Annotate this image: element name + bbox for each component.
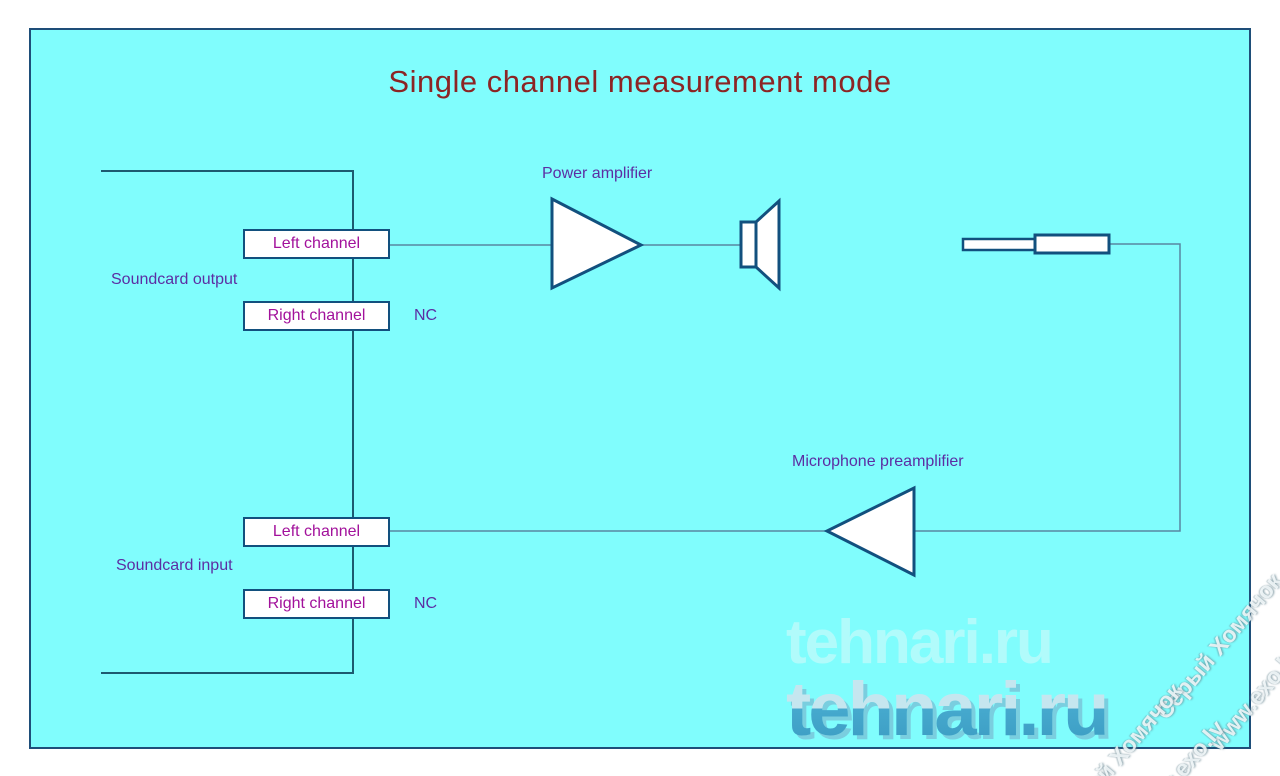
soundcard-output-label: Soundcard output	[111, 271, 238, 288]
diagram-canvas	[29, 28, 1251, 749]
output-left-channel-box: Left channel	[243, 229, 390, 259]
output-right-channel-box: Right channel	[243, 301, 390, 331]
speaker-cone-icon	[754, 197, 781, 292]
microphone-preamplifier-icon	[823, 485, 916, 578]
microphone-body-icon	[1033, 233, 1111, 255]
input-right-nc-label: NC	[414, 595, 438, 612]
watermark-ghost: tehnari.ru	[786, 608, 1054, 677]
microphone-tube-icon	[961, 237, 1039, 252]
watermark-logo: tehnari.ru	[786, 667, 1109, 752]
soundcard-bracket-line	[101, 170, 354, 674]
input-left-channel-box: Left channel	[243, 517, 390, 547]
power-amplifier-icon	[550, 196, 645, 291]
speaker-driver-icon	[739, 220, 758, 269]
diagram-title: Single channel measurement mode	[388, 64, 892, 99]
microphone-preamplifier-label: Microphone preamplifier	[792, 453, 964, 470]
output-right-nc-label: NC	[414, 307, 438, 324]
input-right-channel-box: Right channel	[243, 589, 390, 619]
soundcard-input-label: Soundcard input	[116, 557, 233, 574]
watermark-shadow: tehnari.ru	[790, 676, 1113, 752]
wire-microphone-to-preamplifier	[914, 243, 1181, 532]
power-amplifier-label: Power amplifier	[542, 165, 653, 182]
